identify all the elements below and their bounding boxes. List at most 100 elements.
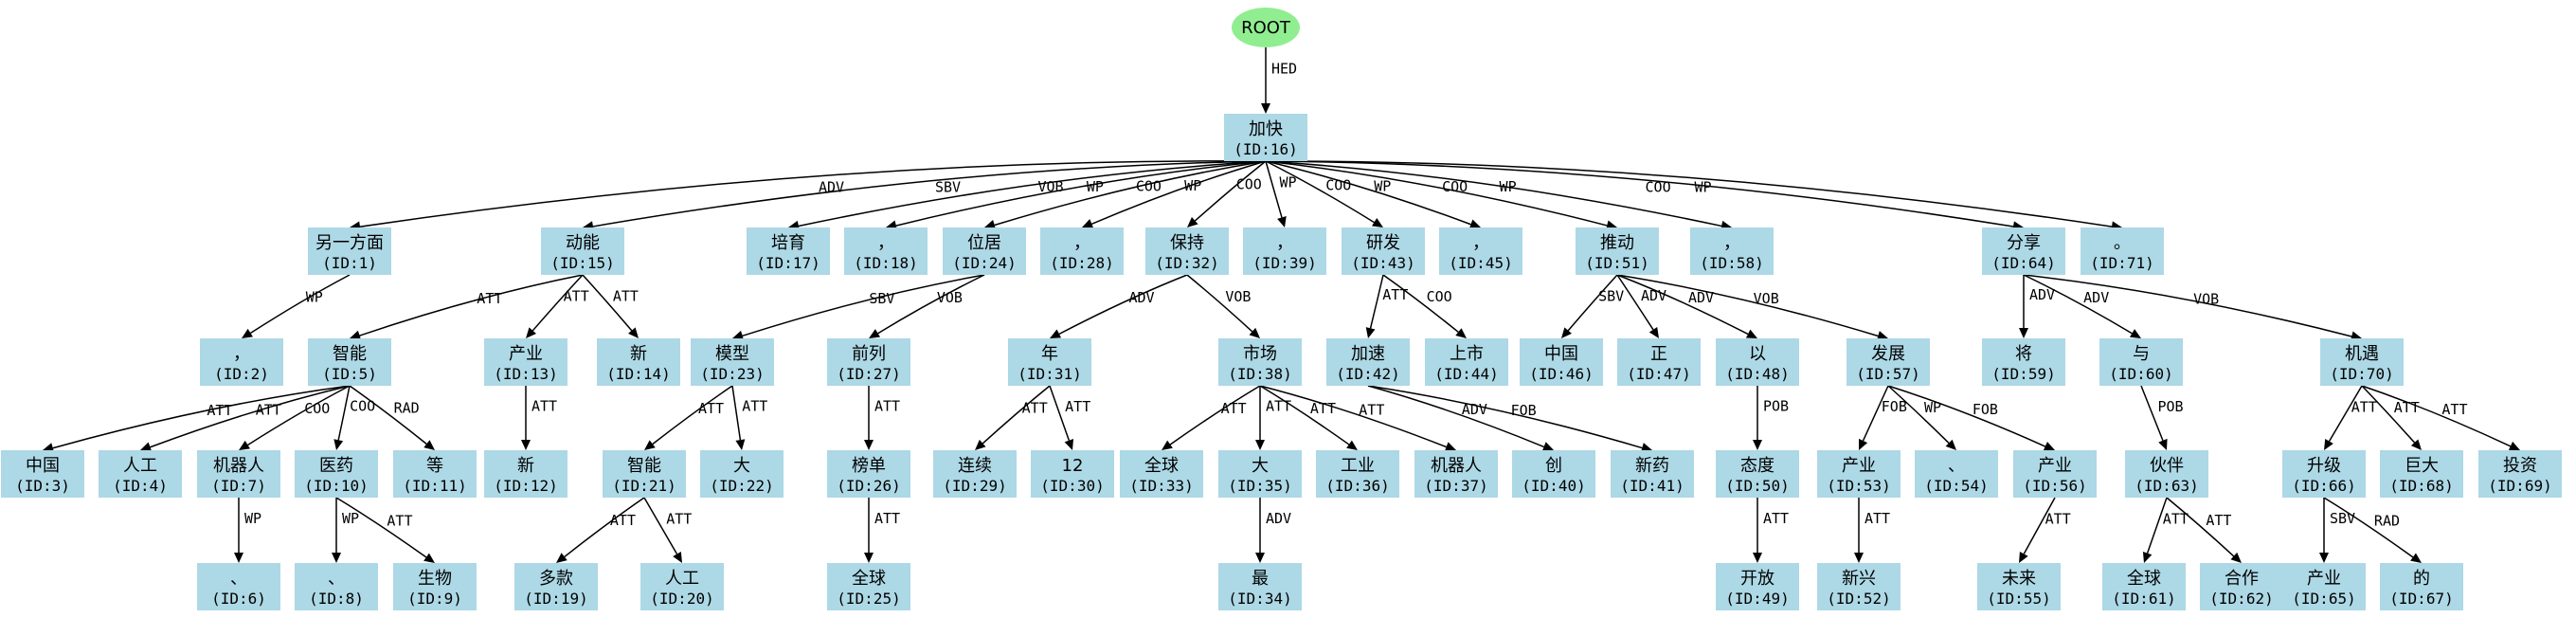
edge-line [250, 274, 351, 335]
node-box [99, 450, 182, 498]
edge-43-44: COO [1382, 274, 1467, 338]
edge-line [1367, 385, 1544, 448]
node-id: (ID:54) [1924, 477, 1988, 495]
edge-label: RAD [394, 400, 420, 417]
edge-15-13: ATT [526, 274, 589, 338]
arrow-head [423, 440, 435, 450]
edge-line [643, 497, 678, 554]
token-node-4: 人工(ID:4) [99, 450, 182, 498]
arrow-head [1187, 216, 1198, 227]
node-box [2380, 563, 2463, 610]
edge-label: ATT [1266, 398, 1291, 415]
arrow-head [1372, 217, 1383, 227]
token-node-30: 12(ID:30) [1031, 450, 1114, 498]
arrow-head [333, 439, 344, 450]
edge-label: VOB [1037, 178, 1063, 195]
node-word: 产业 [2038, 456, 2072, 476]
edge-line [2361, 385, 2416, 444]
node-box [514, 563, 598, 610]
arrow-head [1648, 327, 1659, 338]
node-box [2320, 338, 2404, 386]
node-id: (ID:69) [2488, 477, 2551, 495]
edge-label: POB [2157, 398, 2183, 415]
edge-70-69: ATT [2361, 385, 2520, 450]
node-id: (ID:62) [2209, 590, 2273, 608]
token-node-41: 新药(ID:41) [1611, 450, 1694, 498]
token-node-37: 机器人(ID:37) [1414, 450, 1498, 498]
node-id: (ID:63) [2135, 477, 2198, 495]
edge-13-12: ATT [521, 386, 557, 450]
edge-label: ATT [207, 402, 232, 419]
edge-label: WP [1695, 179, 1712, 196]
arrow-head [1606, 220, 1617, 230]
edge-label: ATT [1022, 399, 1048, 416]
edge-line [1616, 274, 1654, 331]
node-word: 大 [733, 456, 750, 476]
token-node-50: 态度(ID:50) [1716, 450, 1799, 498]
edge-line [1265, 160, 1471, 226]
node-box [1716, 563, 1799, 610]
edge-label: SBV [869, 290, 894, 307]
node-id: (ID:1) [322, 254, 377, 272]
edge-16-15: SBV [583, 160, 1267, 231]
node-box [308, 227, 391, 275]
token-node-35: 大(ID:35) [1218, 450, 1302, 498]
node-box [2282, 450, 2366, 498]
edge-50-49: ATT [1753, 497, 1789, 563]
node-word: 人工 [123, 456, 157, 476]
node-id: (ID:60) [2109, 365, 2172, 383]
token-node-33: 全球(ID:33) [1120, 450, 1203, 498]
node-box [747, 227, 830, 275]
node-box [640, 563, 724, 610]
node-id: (ID:39) [1252, 254, 1316, 272]
edge-line [877, 274, 985, 335]
token-node-57: 发展(ID:57) [1846, 338, 1930, 386]
token-node-32: 保持(ID:32) [1145, 227, 1229, 275]
token-node-29: 连续(ID:29) [933, 450, 1017, 498]
node-word: 多款 [539, 569, 573, 589]
edge-7-6: WP [234, 498, 261, 563]
edge-line [150, 385, 351, 448]
edge-line [1058, 274, 1188, 336]
edge-label: SBV [935, 178, 961, 195]
node-id: (ID:41) [1620, 477, 1684, 495]
node-id: (ID:32) [1155, 254, 1218, 272]
node-box [484, 450, 567, 498]
edge-23-22: ATT [731, 385, 767, 450]
edge-line [335, 497, 427, 558]
edge-label: WP [244, 510, 261, 527]
edge-label: ADV [2083, 289, 2109, 306]
node-box [295, 450, 378, 498]
edge-label: ATT [477, 290, 502, 307]
token-node-54: 、(ID:54) [1915, 450, 1998, 498]
edge-label: COO [350, 398, 375, 415]
edge-38-35: ATT [1255, 386, 1291, 450]
edge-label: ATT [564, 287, 589, 304]
edge-line [2146, 497, 2168, 554]
node-word: 智能 [333, 344, 367, 364]
node-word: 机器人 [213, 456, 264, 476]
token-node-15: 动能(ID:15) [541, 227, 624, 275]
node-id: (ID:4) [113, 477, 168, 495]
node-word: 动能 [566, 233, 600, 253]
token-node-1: 另一方面(ID:1) [308, 227, 391, 275]
edge-51-57: VOB [1616, 274, 1888, 340]
arrow-head [886, 220, 897, 230]
node-id: (ID:42) [1336, 365, 1399, 383]
node-word: 伙伴 [2150, 456, 2184, 476]
edge-label: ATT [613, 287, 639, 304]
edge-label: WP [1279, 174, 1296, 191]
edge-label: ATT [874, 398, 900, 415]
arrow-head [644, 440, 656, 450]
node-id: (ID:2) [214, 365, 269, 383]
token-node-12: 新(ID:12) [484, 450, 567, 498]
node-word: 12 [1062, 456, 1084, 476]
token-node-6: 、(ID:6) [197, 563, 280, 610]
token-node-62: 合作(ID:62) [2200, 563, 2283, 610]
node-id: (ID:43) [1351, 254, 1414, 272]
arrow-head [1346, 440, 1358, 450]
edge-line [337, 385, 351, 441]
token-node-34: 最(ID:34) [1218, 563, 1302, 610]
node-word: 全球 [2127, 569, 2161, 589]
